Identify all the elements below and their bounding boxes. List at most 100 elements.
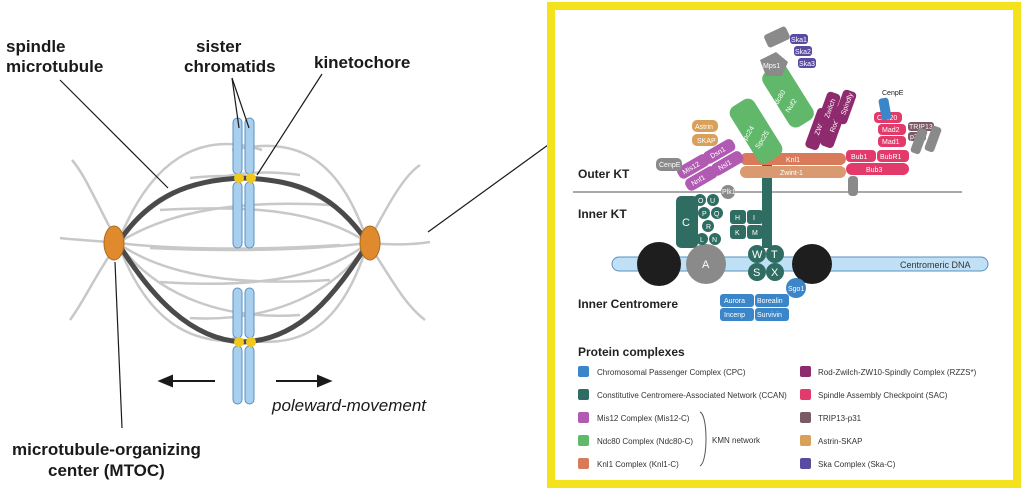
kmn-network-label: KMN network: [712, 436, 761, 445]
cenp-k-label: K: [735, 230, 740, 237]
cenp-r-label: R: [706, 224, 711, 231]
legend-item: Mis12 Complex (Mis12-C): [597, 414, 690, 423]
sac-complex: Bub1 BubR1 Bub3 Cdc20 Mad2 Mad1 TRIP13 p…: [846, 90, 942, 196]
cenp-c-label: C: [682, 217, 690, 229]
ska2: [794, 46, 812, 56]
kinetochore-dot: [234, 173, 244, 183]
cenp-p-label: P: [702, 211, 707, 218]
ska1-label: Ska1: [791, 37, 807, 44]
ska2-label: Ska2: [795, 49, 811, 56]
poleward-arrows: [157, 374, 333, 388]
skap-label: SKAP: [697, 138, 716, 145]
legend-item: Ska Complex (Ska-C): [818, 460, 896, 469]
astrin: [692, 120, 718, 132]
ska3-label: Ska3: [799, 61, 815, 68]
label-spindle-microtubule: spindle microtubule: [6, 37, 103, 76]
legend-swatch: [578, 389, 589, 400]
legend-item: Spindle Assembly Checkpoint (SAC): [818, 391, 948, 400]
legend-swatch: [800, 389, 811, 400]
skap: [692, 134, 718, 146]
spindle-panel: spindle microtubule sister chromatids ki…: [6, 37, 549, 480]
legend-swatch: [578, 366, 589, 377]
cenp-t-label: T: [771, 249, 778, 261]
cenp-s-label: S: [753, 267, 760, 279]
cenp-m-label: M: [752, 230, 758, 237]
legend-item: Knl1 Complex (Knl1-C): [597, 460, 679, 469]
legend-item: Chromosomal Passenger Complex (CPC): [597, 368, 746, 377]
borealin-label: Borealin: [757, 298, 783, 305]
kmn-brace: [699, 411, 707, 467]
ska3: [798, 58, 816, 68]
legend-item: Constitutive Centromere-Associated Netwo…: [597, 391, 787, 400]
survivin-label: Survivin: [757, 312, 782, 319]
mad1-label: Mad1: [882, 139, 900, 146]
leader-lines: [59, 73, 549, 429]
legend-title: Protein complexes: [578, 345, 685, 359]
cenp-t-stalk: [762, 140, 772, 248]
cenp-w-label: W: [752, 249, 763, 261]
cenp-q-label: Q: [714, 211, 720, 218]
kinetochore-detail-panel: Outer KT Inner KT Inner Centromere Centr…: [547, 2, 1021, 488]
bub3-label: Bub3: [866, 167, 882, 174]
label-sister-chromatids: sister chromatids: [184, 37, 276, 76]
legend-swatch: [800, 366, 811, 377]
cenp-u-label: U: [710, 198, 715, 205]
legend-swatch: [578, 412, 589, 423]
label-centromeric-dna: Centromeric DNA: [900, 260, 971, 270]
kinetochore-fibers: [115, 175, 371, 345]
cpc-complex: Sgo1 Aurora Borealin Incenp Survivin: [720, 278, 806, 321]
mad2-label: Mad2: [882, 127, 900, 134]
region-inner-centromere: Inner Centromere: [578, 297, 678, 311]
cenp-x-label: X: [771, 267, 779, 279]
label-kinetochore: kinetochore: [314, 53, 410, 72]
label-mtoc: microtubule-organizing center (MTOC): [12, 440, 206, 480]
cenp-l-label: L: [700, 237, 704, 244]
cenp-i-label: I: [753, 215, 755, 222]
ccan-complex: C O U P Q R L N Plk1 H I K M W T S X: [676, 140, 784, 281]
chromosome-bottom: [232, 287, 256, 405]
legend-swatch: [578, 458, 589, 469]
nucleosome: [637, 242, 681, 286]
legend-item: Rod-Zwilch-ZW10-Spindly Complex (RZZS*): [818, 368, 977, 377]
mtoc-left: [103, 225, 125, 261]
legend-item: Astrin-SKAP: [818, 437, 862, 446]
ska1: [790, 34, 808, 44]
astrin-label: Astrin: [695, 124, 713, 131]
cenpe-left: [656, 158, 682, 171]
trip13-label: TRIP13: [909, 124, 933, 131]
rzzs-complex: ZW10 Rod Zwilch Spindly: [805, 89, 857, 151]
cenpe-label: CenpE: [882, 90, 904, 97]
cenpa-nucleosome: [686, 244, 726, 284]
cenp-h-label: H: [735, 215, 740, 222]
region-outer-kt: Outer KT: [578, 167, 630, 181]
kinetochore-dot: [246, 337, 256, 347]
aurora-label: Aurora: [724, 298, 745, 305]
cenp-c: [676, 196, 698, 248]
knl1-label: Knl1: [786, 157, 800, 164]
legend-item: TRIP13-p31: [818, 414, 862, 423]
rod-label: Rod: [829, 119, 840, 134]
kinetochore-dot: [246, 173, 256, 183]
cenpe-top: [764, 26, 790, 48]
legend-swatch: [800, 458, 811, 469]
mis12-complex: Mis12 Dsn1 Nnf1 Nsl1: [677, 139, 744, 191]
kinetochore-dot: [234, 337, 244, 347]
mps1: [760, 52, 788, 76]
bubr1-label: BubR1: [880, 154, 902, 161]
incenp-label: Incenp: [724, 312, 745, 319]
legend: Protein complexes Chromosomal Passenger …: [578, 345, 977, 469]
mtoc-right: [359, 225, 381, 261]
plk1: [721, 185, 735, 199]
cenpe-left-label: CenpE: [659, 162, 681, 169]
legend-item: Ndc80 Complex (Ndc80-C): [597, 437, 693, 446]
plk1-label: Plk1: [722, 189, 736, 196]
cenp-o-label: O: [698, 198, 704, 205]
legend-swatch: [800, 412, 811, 423]
chromosome-top: [232, 117, 256, 249]
bub1-label: Bub1: [851, 154, 867, 161]
legend-swatch: [800, 435, 811, 446]
zwint1-label: Zwint-1: [780, 170, 803, 177]
ndc80-complex: Spc24 Spc25 Ndc80 Nuf2: [729, 64, 814, 164]
nucleosome: [792, 244, 832, 284]
